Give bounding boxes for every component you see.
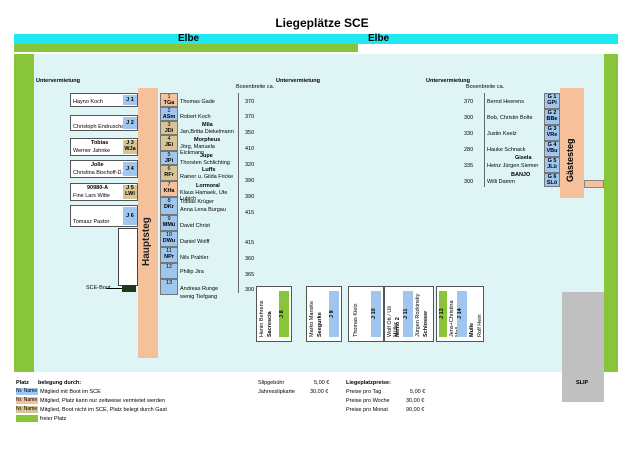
price-month-label: Preise pro Monat — [346, 407, 388, 413]
guest-width-2: 300 — [464, 115, 474, 121]
hauptsteg-side-box — [118, 228, 138, 286]
land-left — [14, 54, 34, 372]
legend-text-1: Mitglied mit Boot im SCE — [40, 389, 101, 395]
box-j2[interactable]: Christoph Endruschat J 2 — [70, 115, 138, 131]
bottom-berth-group-4[interactable]: Wolf Ott / Uli Müller Nemo 2 J 11 Jürgen… — [384, 286, 434, 342]
river-label-left: Elbe — [178, 33, 200, 44]
guest-width-5: 335 — [464, 163, 474, 169]
legend-swatch-peach: Nr. Name — [16, 397, 38, 404]
price-week-label: Preise pro Woche — [346, 398, 390, 404]
boxenbreite-label-2: Boxenbreite ca. — [466, 84, 505, 90]
legend-header: belegung durch: — [38, 380, 82, 386]
price-week-value: 30,00 € — [406, 398, 425, 404]
bottom-berth-group-2[interactable]: Marko Manske Seegurke J 9 — [306, 286, 342, 342]
legend-text-3: Mitglied, Boot nicht im SCE, Platz beleg… — [40, 407, 167, 413]
boxenbreite-label-1: Boxenbreite ca. — [236, 84, 275, 90]
fee-annual-label: Jahresslipkarte — [258, 389, 295, 395]
width-7: 390 — [245, 194, 255, 200]
price-month-value: 90,00 € — [406, 407, 425, 413]
berth-12[interactable]: 12 — [160, 263, 178, 279]
width-3: 350 — [245, 130, 255, 136]
page-title: Liegeplätze SCE — [275, 16, 369, 30]
bottom-berth-group-3[interactable]: Thomas Kietz J 10 — [348, 286, 384, 342]
width-2: 370 — [245, 114, 255, 120]
width-8: 415 — [245, 210, 255, 216]
price-day-value: 5,00 € — [410, 389, 426, 395]
river-label-right: Elbe — [368, 33, 390, 44]
untervermietung-label-3: Untervermietung — [426, 78, 471, 84]
legend-swatch-tan: Nr. Name — [16, 406, 38, 413]
gaestesteg-pier — [560, 88, 584, 198]
sce-boot-label: SCE-Boot — [86, 285, 111, 291]
gaestesteg-walkway — [584, 180, 604, 188]
legend-text-4: freier Platz — [40, 416, 67, 422]
width-11: 360 — [245, 256, 255, 262]
guest-width-6: 300 — [464, 179, 474, 185]
width-10: 415 — [245, 240, 255, 246]
guest-width-3: 330 — [464, 131, 474, 137]
box-j1[interactable]: Hayno Koch J 1 — [70, 93, 138, 107]
fee-slip-label: Slipgebühr — [258, 380, 285, 386]
bottom-berth-group-1[interactable]: Henin Behrens Sacrescia J 8 — [256, 286, 292, 342]
width-5: 320 — [245, 162, 255, 168]
main-extra-note: wenig Tiefgang — [180, 294, 217, 300]
berth-13[interactable]: 13 — [160, 279, 178, 295]
legend-text-2: Mitglied, Platz kann nur zeitweise vermi… — [40, 398, 166, 404]
box-j4[interactable]: Jolle Christina Bischoff-D. J 4 — [70, 160, 138, 178]
width-6: 390 — [245, 178, 255, 184]
fee-slip-value: 5,00 € — [314, 380, 330, 386]
untervermietung-label-1: Untervermietung — [36, 78, 81, 84]
legend-swatch-blue: Nr. Name — [16, 388, 38, 395]
land-strip-top — [14, 44, 358, 52]
width-13: 300 — [245, 287, 255, 293]
width-12: 365 — [245, 272, 255, 278]
sce-boot-line — [106, 288, 122, 289]
gaestesteg-label: Gästesteg — [565, 138, 575, 182]
hauptsteg-pier — [138, 88, 158, 358]
width-4: 410 — [245, 146, 255, 152]
land-right — [604, 54, 618, 372]
guest-width-1: 370 — [464, 99, 474, 105]
box-j6[interactable]: Tomasz Pastor J 6 — [70, 205, 138, 227]
prices-title: Liegeplatzpreise: — [346, 380, 391, 386]
legend-title: Platz — [16, 380, 29, 386]
fee-annual-value: 30,00 € — [310, 389, 329, 395]
slip-ramp: SLIP — [562, 292, 604, 402]
guest-width-4: 280 — [464, 147, 474, 153]
legend-swatch-green — [16, 415, 38, 422]
width-1: 370 — [245, 99, 255, 105]
bottom-berth-group-5[interactable]: J 13 Jens+Christina Moll J 14 Mulle Rolf… — [436, 286, 484, 342]
untervermietung-label-2: Untervermietung — [276, 78, 321, 84]
river-elbe — [14, 34, 618, 44]
sce-boot-marker — [122, 285, 136, 292]
hauptsteg-label: Hauptsteg — [141, 217, 152, 266]
price-day-label: Preise pro Tag — [346, 389, 382, 395]
main-berth-names: Thomas Gade Robert Koch Mila Jan,Britta … — [178, 93, 239, 293]
guest-berth-names: Bernd Heerens Bob, Christin Bolte Justin… — [484, 93, 545, 187]
